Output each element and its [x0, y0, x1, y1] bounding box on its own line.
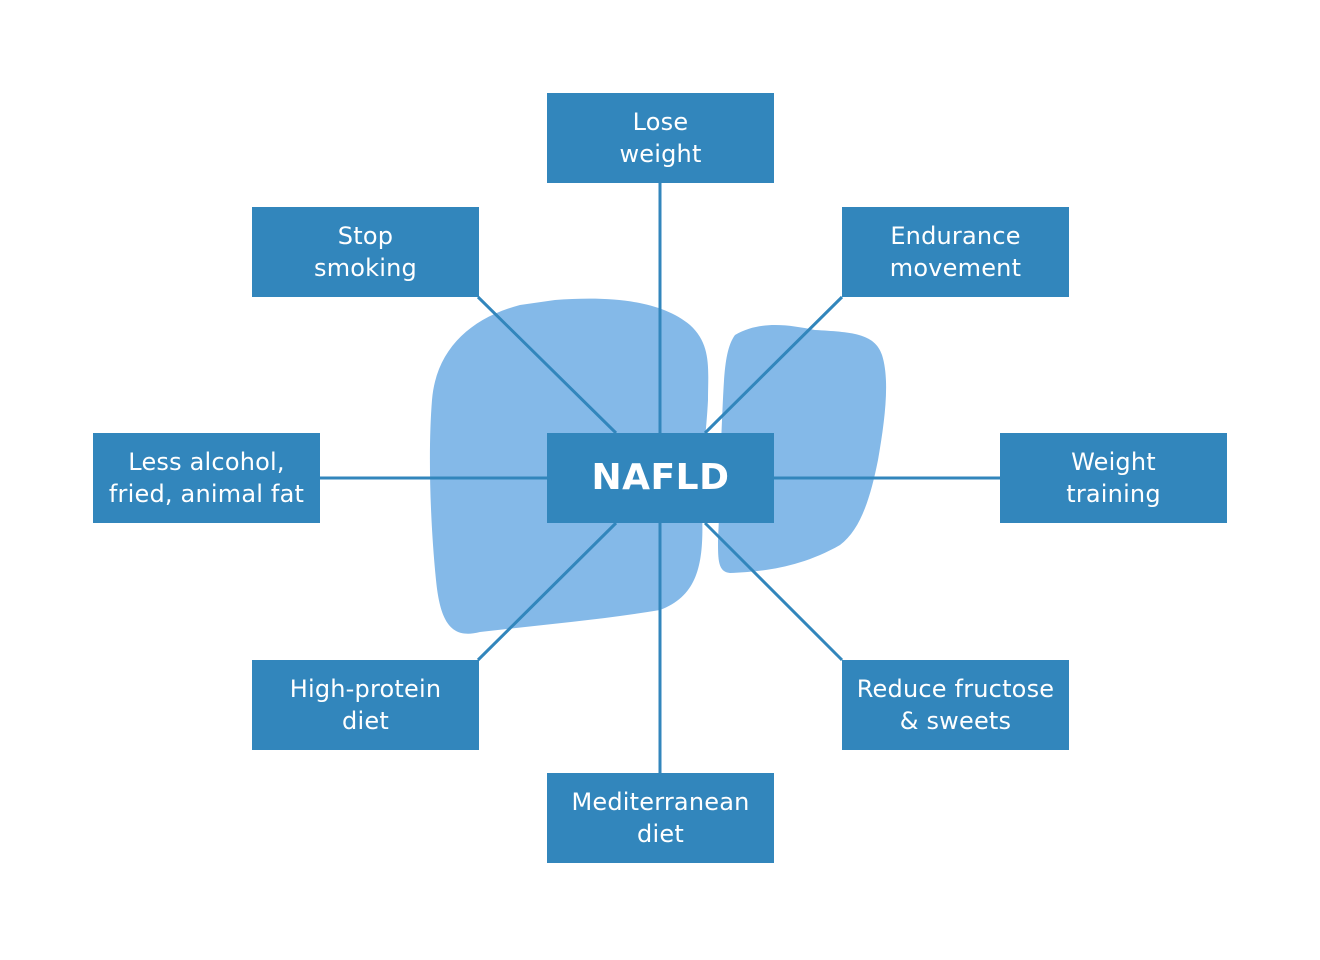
- connector-bottom-left: [476, 521, 618, 662]
- node-mediterranean-diet: Mediterranean diet: [547, 773, 774, 863]
- center-node-nafld: NAFLD: [547, 433, 774, 523]
- node-less-alcohol: Less alcohol, fried, animal fat: [93, 433, 320, 523]
- connector-lines: [320, 183, 1000, 773]
- connector-top-left: [476, 295, 618, 435]
- node-high-protein-diet: High-protein diet: [252, 660, 479, 750]
- node-stop-smoking: Stop smoking: [252, 207, 479, 297]
- node-lose-weight: Lose weight: [547, 93, 774, 183]
- connector-bottom-right: [703, 521, 844, 662]
- node-weight-training: Weight training: [1000, 433, 1227, 523]
- node-endurance-movement: Endurance movement: [842, 207, 1069, 297]
- node-reduce-fructose: Reduce fructose & sweets: [842, 660, 1069, 750]
- connector-top-right: [703, 295, 844, 435]
